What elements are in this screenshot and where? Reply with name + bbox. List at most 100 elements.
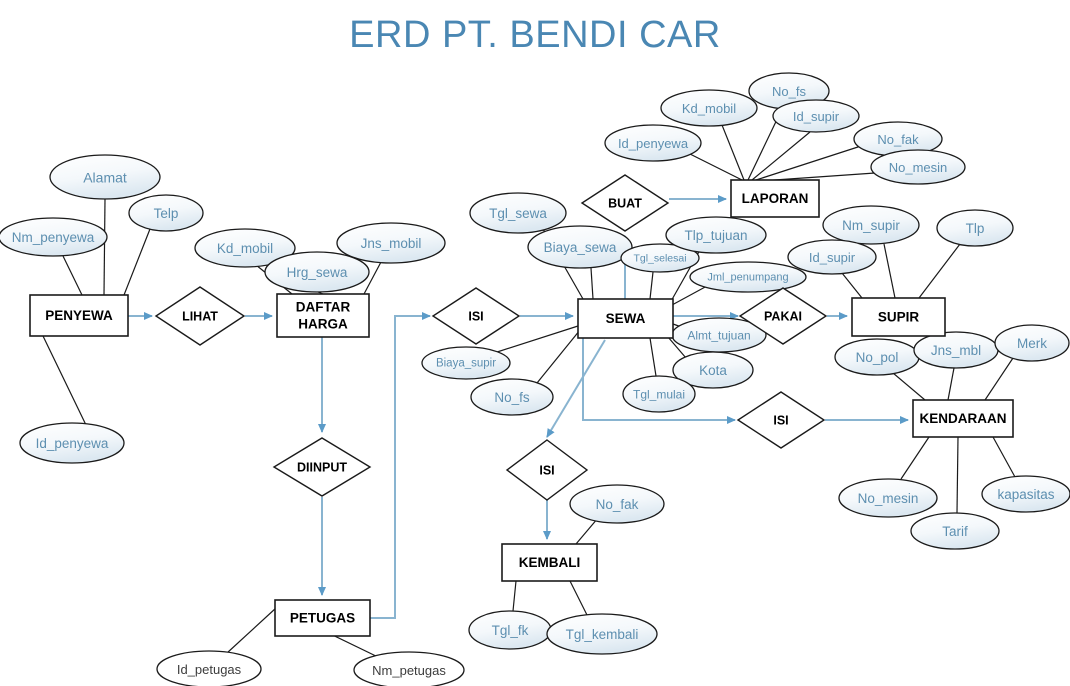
attribute-link [984,357,1014,401]
attribute-a-tgl-mulai[interactable]: Tgl_mulai [622,375,696,413]
entity-kembali[interactable]: KEMBALI [501,543,598,582]
attribute-shape [787,239,877,275]
entity-shape [912,399,1014,438]
attribute-a-biaya-sewa[interactable]: Biaya_sewa [527,225,633,269]
attribute-shape [870,149,966,185]
relationship-label: DIINPUT [297,461,347,475]
entity-label: HARGA [298,317,348,332]
attribute-shape [470,378,554,416]
attribute-link [689,153,743,181]
attribute-a-nm-petugas[interactable]: Nm_petugas [353,651,465,686]
entity-petugas[interactable]: PETUGAS [274,599,371,637]
attribute-shape [353,651,465,686]
relationship-isi2[interactable]: ISI [736,391,826,449]
entity-sewa[interactable]: SEWA [577,298,674,339]
entity-shape [29,294,129,337]
attribute-shape [469,192,567,234]
attribute-link [947,367,955,401]
attribute-a-jns-mobil[interactable]: Jns_mobil [336,222,446,264]
attribute-label: Jns_mbl [931,343,981,358]
relationship-buat[interactable]: BUAT [580,174,670,232]
attribute-shape [672,351,754,389]
attribute-a-tgl-kembali[interactable]: Tgl_kembali [546,613,658,655]
attribute-a-tarif[interactable]: Tarif [910,512,1000,550]
attribute-a-tgl-fk[interactable]: Tgl_fk [468,610,552,650]
attribute-a-kapasitas[interactable]: kapasitas [981,475,1070,513]
entity-shape [274,599,371,637]
attribute-label: No_fs [772,84,806,99]
attribute-a-kd-mobil-dh[interactable]: Kd_mobil [194,228,296,268]
attribute-a-no-fak-kem[interactable]: No_fak [569,484,665,524]
relationship-isi1[interactable]: ISI [431,287,521,345]
relationship-shape [431,287,521,345]
attribute-label: Jml_penumpang [707,272,788,284]
attribute-label: Kd_mobil [682,101,736,116]
entity-kendaraan[interactable]: KENDARAAN [912,399,1014,438]
relationship-label: LIHAT [182,310,218,324]
attribute-a-no-mesin-lap[interactable]: No_mesin [870,149,966,185]
relationship-lihat[interactable]: LIHAT [154,286,246,346]
entity-supir[interactable]: SUPIR [851,297,946,337]
attribute-a-tlp-supir[interactable]: Tlp [936,209,1014,247]
relationship-shape [738,287,828,345]
entity-shape [276,293,370,338]
attribute-link [42,335,87,426]
attribute-label: Almt_tujuan [687,329,750,343]
relationship-label: BUAT [608,197,642,211]
attribute-a-tgl-sewa[interactable]: Tgl_sewa [469,192,567,234]
attribute-label: No_fs [494,390,530,405]
attribute-label: Alamat [83,170,127,186]
attribute-label: Biaya_supir [436,358,496,370]
attribute-a-hrg-sewa[interactable]: Hrg_sewa [264,251,370,293]
attribute-a-jml-penumpang[interactable]: Jml_penumpang [689,261,807,293]
attribute-shape [604,124,702,162]
page-title: ERD PT. BENDI CAR [349,14,721,56]
entity-penyewa[interactable]: PENYEWA [29,294,129,337]
attribute-a-id-supir-lap[interactable]: Id_supir [772,99,860,133]
attribute-label: No_pol [856,350,899,365]
attribute-a-id-penyewa-2[interactable]: Id_penyewa [604,124,702,162]
attribute-a-nm-supir[interactable]: Nm_supir [822,205,920,245]
attribute-a-biaya-supir[interactable]: Biaya_supir [421,346,511,380]
attribute-shape [620,243,700,273]
attribute-a-alamat[interactable]: Alamat [49,154,161,200]
relationship-pakai[interactable]: PAKAI [738,287,828,345]
relationship-isi3[interactable]: ISI [505,439,589,501]
relationship-shape [580,174,670,232]
attribute-a-no-mesin-k[interactable]: No_mesin [838,478,938,518]
attribute-a-tlp-tujuan[interactable]: Tlp_tujuan [665,216,767,254]
attribute-shape [772,99,860,133]
attribute-a-jns-mbl[interactable]: Jns_mbl [913,331,999,369]
attribute-a-no-fs-sewa[interactable]: No_fs [470,378,554,416]
attribute-shape [994,324,1070,362]
attribute-shape [128,194,204,232]
attribute-a-almt-tujuan[interactable]: Almt_tujuan [671,317,767,353]
attribute-a-telp-penyewa[interactable]: Telp [128,194,204,232]
attribute-a-merk[interactable]: Merk [994,324,1070,362]
attribute-a-nm-penyewa[interactable]: Nm_penyewa [0,217,108,257]
attribute-a-kd-mobil-lap[interactable]: Kd_mobil [660,89,758,127]
attribute-label: Nm_supir [842,218,900,233]
attribute-label: Id_supir [793,109,840,124]
attribute-a-id-penyewa-1[interactable]: Id_penyewa [19,422,125,464]
entity-laporan[interactable]: LAPORAN [730,179,820,218]
entity-shape [501,543,598,582]
attribute-a-kota[interactable]: Kota [672,351,754,389]
relationship-diinput[interactable]: DIINPUT [272,437,372,497]
attribute-shape [838,478,938,518]
attribute-link [493,325,579,354]
attribute-label: Nm_petugas [372,663,446,678]
attribute-a-id-petugas[interactable]: Id_petugas [156,650,262,686]
attribute-a-tgl-selesai[interactable]: Tgl_selesai [620,243,700,273]
attribute-a-id-supir-s[interactable]: Id_supir [787,239,877,275]
attribute-link [590,267,594,300]
attribute-link [536,329,581,384]
attribute-shape [689,261,807,293]
attribute-link [575,517,599,545]
attribute-a-no-pol[interactable]: No_pol [834,338,920,376]
relationship-layer: LIHAT DIINPUT ISI BUAT PAKAI ISI ISI [154,174,828,501]
attribute-shape [421,346,511,380]
attribute-shape [0,217,108,257]
